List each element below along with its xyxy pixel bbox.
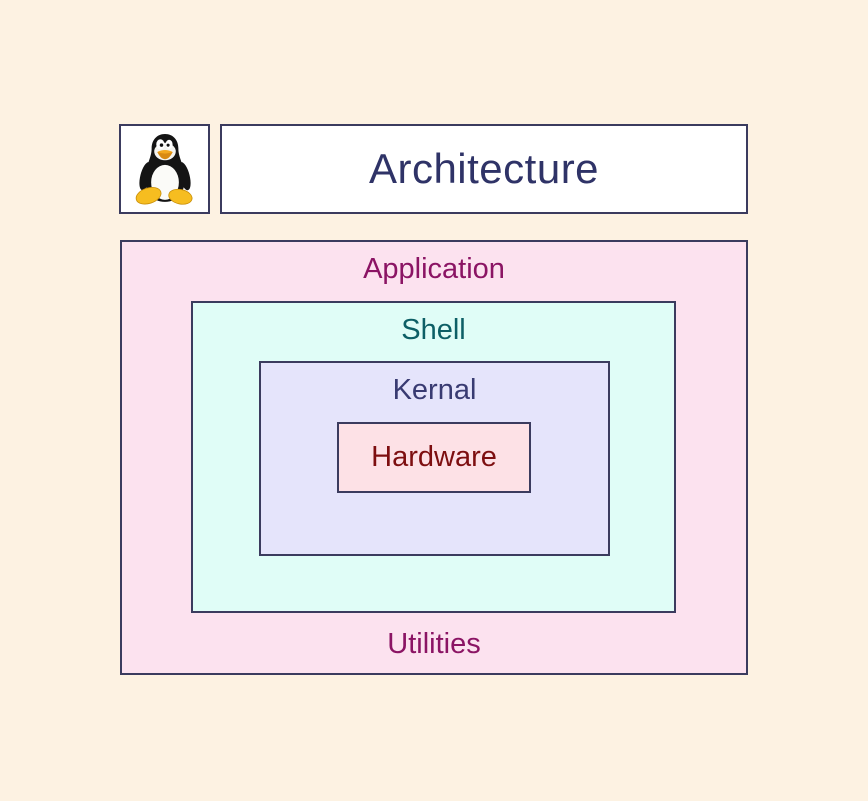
linux-logo-box bbox=[119, 124, 210, 214]
tux-penguin-icon bbox=[135, 134, 192, 205]
page-title: Architecture bbox=[368, 145, 600, 192]
title-box: Architecture bbox=[220, 124, 748, 214]
layer-label-hardware: Hardware bbox=[371, 441, 497, 473]
layer-hardware: Hardware bbox=[337, 422, 531, 493]
